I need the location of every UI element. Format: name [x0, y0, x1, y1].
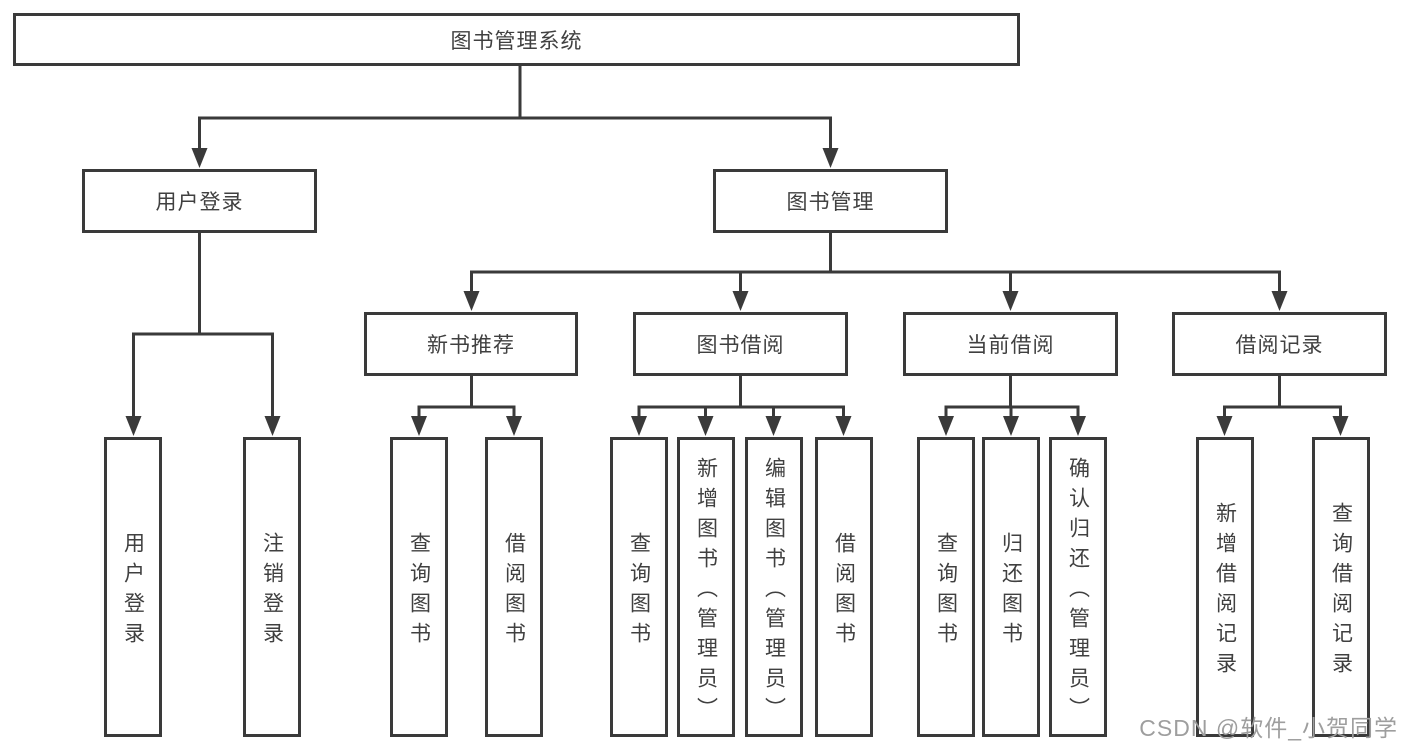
leaf-return-book-label: 归还图书: [999, 531, 1023, 652]
node-borrow-records: 借阅记录: [1172, 312, 1387, 376]
leaf-query-books-recommend: 查询图书: [390, 437, 448, 737]
node-user-login-label: 用户登录: [155, 191, 244, 214]
node-system-root-label: 图书管理系统: [450, 29, 583, 53]
leaf-add-borrow-record: 新增借阅记录: [1196, 437, 1254, 737]
leaf-borrow-books-borrow: 借阅图书: [815, 437, 873, 737]
leaf-user-login: 用户登录: [104, 437, 162, 737]
watermark: CSDN @软件_小贺同学: [1139, 715, 1398, 741]
leaf-query-books-current-label: 查询图书: [934, 531, 958, 652]
leaf-logout: 注销登录: [243, 437, 301, 737]
leaf-borrow-books-borrow-label: 借阅图书: [832, 531, 856, 652]
leaf-query-borrow-record-label: 查询借阅记录: [1329, 501, 1353, 682]
leaf-return-book: 归还图书: [982, 437, 1040, 737]
node-book-management: 图书管理: [713, 169, 948, 233]
leaf-query-books-borrow-label: 查询图书: [627, 531, 651, 652]
leaf-logout-label: 注销登录: [260, 531, 284, 652]
node-system-root: 图书管理系统: [13, 13, 1020, 66]
node-new-book-recommend: 新书推荐: [364, 312, 578, 376]
leaf-query-books-recommend-label: 查询图书: [407, 531, 431, 652]
leaf-add-book-admin: 新增图书（管理员）: [677, 437, 735, 737]
node-new-book-recommend-label: 新书推荐: [427, 334, 515, 357]
leaf-confirm-return-admin-label: 确认归还（管理员）: [1066, 456, 1090, 727]
leaf-query-books-borrow: 查询图书: [610, 437, 668, 737]
node-current-borrow-label: 当前借阅: [966, 334, 1055, 357]
node-current-borrow: 当前借阅: [903, 312, 1118, 376]
leaf-borrow-books-recommend: 借阅图书: [485, 437, 543, 737]
leaf-add-borrow-record-label: 新增借阅记录: [1213, 501, 1237, 682]
leaf-user-login-label: 用户登录: [121, 531, 145, 652]
node-book-borrow-label: 图书借阅: [696, 334, 785, 357]
leaf-query-borrow-record: 查询借阅记录: [1312, 437, 1370, 737]
leaf-edit-book-admin-label: 编辑图书（管理员）: [762, 456, 786, 727]
node-borrow-records-label: 借阅记录: [1235, 334, 1324, 357]
leaf-borrow-books-recommend-label: 借阅图书: [502, 531, 526, 652]
node-user-login: 用户登录: [82, 169, 317, 233]
leaf-add-book-admin-label: 新增图书（管理员）: [694, 456, 718, 727]
leaf-confirm-return-admin: 确认归还（管理员）: [1049, 437, 1107, 737]
leaf-edit-book-admin: 编辑图书（管理员）: [745, 437, 803, 737]
node-book-borrow: 图书借阅: [633, 312, 848, 376]
node-book-management-label: 图书管理: [786, 191, 875, 214]
leaf-query-books-current: 查询图书: [917, 437, 975, 737]
